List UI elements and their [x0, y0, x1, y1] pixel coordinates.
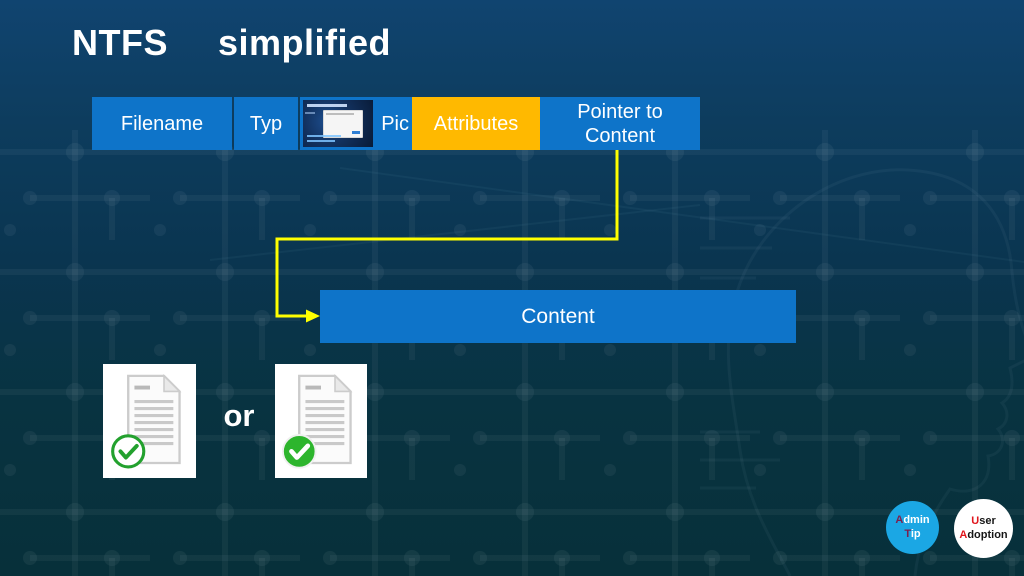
admin-tip-badge: Admin Tip — [886, 501, 939, 554]
outlined-green-check-icon — [110, 434, 145, 469]
cell-pointer-to-content: Pointer to Content — [540, 97, 700, 150]
cell-type: Typ — [234, 97, 298, 150]
cell-pic-label: Pic — [381, 112, 409, 135]
cell-type-label: Typ — [249, 112, 283, 135]
cell-attributes-label: Attributes — [433, 112, 519, 135]
arrowhead — [306, 309, 320, 323]
or-label: or — [223, 398, 255, 433]
document-icon — [282, 374, 353, 469]
title-word-ntfs: NTFS — [72, 22, 168, 63]
user-adoption-line1: User — [971, 515, 996, 528]
document-tile-synced — [103, 364, 196, 478]
cell-pic: Pic — [300, 97, 412, 150]
content-box: Content — [320, 290, 796, 343]
document-tile-always-available — [275, 364, 367, 478]
cell-pointer-label: Pointer to Content — [577, 100, 663, 147]
cell-attributes: Attributes — [412, 97, 540, 150]
admin-tip-line2: Tip — [904, 527, 921, 540]
content-box-label: Content — [521, 304, 595, 328]
slide-title: NTFS simplified — [72, 22, 391, 64]
solid-green-check-icon — [282, 434, 317, 469]
title-word-simplified: simplified — [218, 22, 392, 63]
slide-thumbnail — [303, 100, 373, 147]
cell-filename-label: Filename — [120, 112, 204, 135]
ntfs-record-row: Filename Typ Pic Attributes Pointer to C… — [92, 97, 700, 150]
user-adoption-line2: Adoption — [959, 528, 1008, 541]
document-icon — [110, 374, 181, 469]
user-adoption-badge: User Adoption — [954, 499, 1013, 558]
admin-tip-line1: Admin — [895, 514, 930, 527]
cell-filename: Filename — [92, 97, 232, 150]
